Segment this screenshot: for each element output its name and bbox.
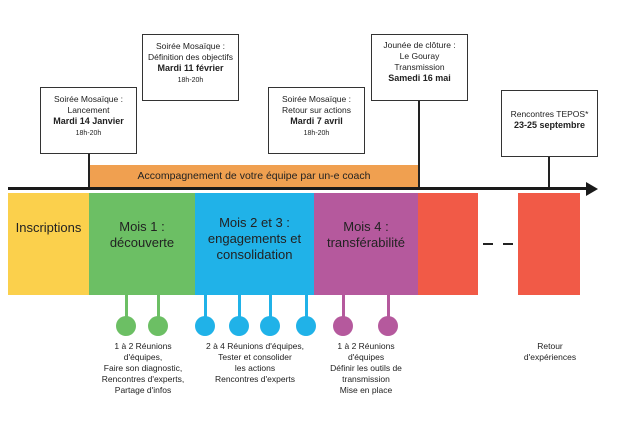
caption-mois4-line2: d'équipes — [347, 352, 385, 362]
caption-mois23-line2: Tester et consolider — [218, 352, 292, 362]
caption-mois1-line2: d'équipes, — [123, 352, 163, 362]
event-cloture-line3: Transmission — [394, 62, 445, 72]
event-retour-hours: 18h-20h — [303, 130, 330, 137]
caption-mois23-line3: les actions — [234, 363, 276, 373]
phase-mois4-line1: Mois 4 : — [343, 219, 389, 234]
phase-mois1-line1: Mois 1 : — [119, 219, 165, 234]
event-tepos-stem — [548, 157, 550, 188]
caption-mois1-line1: 1 à 2 Réunions — [114, 341, 172, 351]
pin-mois23-2 — [238, 295, 241, 317]
event-objectifs: Soirée Mosaïque : Définition des objecti… — [142, 34, 239, 101]
event-retour: Soirée Mosaïque : Retour sur actions Mar… — [268, 87, 365, 154]
timeline-axis — [8, 187, 588, 190]
gap-dash-1 — [483, 243, 493, 245]
dot-mois23-1 — [195, 316, 215, 336]
pin-mois1-1 — [125, 295, 128, 317]
dot-mois4-1 — [333, 316, 353, 336]
event-cloture-line2: Le Gouray — [399, 51, 440, 61]
event-retour-date: Mardi 7 avril — [290, 116, 343, 126]
event-lancement-line2: Lancement — [67, 105, 110, 115]
phase-mois1: Mois 1 : découverte — [89, 193, 195, 295]
timeline-arrow-icon — [586, 182, 598, 196]
dot-mois23-3 — [260, 316, 280, 336]
event-retour-line2: Retour sur actions — [282, 105, 351, 115]
phase-mois1-line2: découverte — [109, 235, 175, 250]
caption-mois1-line3: Faire son diagnostic, — [103, 363, 183, 373]
phase-inscriptions: Inscriptions — [8, 193, 89, 295]
caption-mois1-line4: Rencontres d'experts, — [101, 374, 185, 384]
phase-mois4-line2: transférabilité — [326, 235, 406, 250]
event-tepos-date: 23-25 septembre — [513, 120, 586, 130]
phase-mois23-line1: Mois 2 et 3 : — [219, 215, 290, 230]
event-lancement-hours: 18h-20h — [75, 130, 102, 137]
pin-mois1-2 — [157, 295, 160, 317]
dot-mois4-2 — [378, 316, 398, 336]
gap-dash-2 — [503, 243, 513, 245]
phase-extension-1 — [418, 193, 478, 295]
event-cloture-stem — [418, 101, 420, 188]
caption-mois4-line3: Définir les outils de — [330, 363, 402, 373]
event-lancement-stem — [88, 154, 90, 188]
caption-mois23-line4: Rencontres d'experts — [214, 374, 296, 384]
dot-mois1-2 — [148, 316, 168, 336]
event-objectifs-line2: Définition des objectifs — [147, 52, 234, 62]
pin-mois23-4 — [305, 295, 308, 317]
pin-mois23-3 — [269, 295, 272, 317]
caption-mois4-line1: 1 à 2 Réunions — [337, 341, 395, 351]
event-lancement: Soirée Mosaïque : Lancement Mardi 14 Jan… — [40, 87, 137, 154]
dot-mois1-1 — [116, 316, 136, 336]
caption-retour: Retour d'expériences — [500, 341, 600, 363]
caption-retour-line1: Retour — [537, 341, 563, 351]
phase-extension-2 — [518, 193, 580, 295]
dot-mois23-4 — [296, 316, 316, 336]
event-retour-line1: Soirée Mosaïque : — [282, 94, 351, 104]
event-cloture-date: Samedi 16 mai — [388, 73, 451, 83]
pin-mois4-2 — [387, 295, 390, 317]
caption-mois1-line5: Partage d'infos — [114, 385, 172, 395]
event-lancement-date: Mardi 14 Janvier — [53, 116, 124, 126]
caption-mois4: 1 à 2 Réunions d'équipes Définir les out… — [314, 341, 418, 396]
event-objectifs-date: Mardi 11 février — [157, 63, 224, 73]
caption-mois1: 1 à 2 Réunions d'équipes, Faire son diag… — [93, 341, 193, 396]
caption-mois4-line4: transmission — [342, 374, 390, 384]
caption-mois23-line1: 2 à 4 Réunions d'équipes, — [205, 341, 305, 351]
event-objectifs-line1: Soirée Mosaïque : — [156, 41, 225, 51]
caption-retour-line2: d'expériences — [523, 352, 577, 362]
pin-mois23-1 — [204, 295, 207, 317]
pin-mois4-1 — [342, 295, 345, 317]
phase-mois23-line3: consolidation — [216, 247, 293, 262]
event-tepos: Rencontres TEPOS* 23-25 septembre — [501, 90, 598, 157]
caption-mois23: 2 à 4 Réunions d'équipes, Tester et cons… — [196, 341, 314, 385]
phase-mois23-line2: engagements et — [207, 231, 302, 246]
event-cloture-line1: Jounée de clôture : — [383, 40, 456, 50]
caption-mois4-line5: Mise en place — [339, 385, 393, 395]
phase-mois23: Mois 2 et 3 : engagements et consolidati… — [195, 193, 314, 295]
event-objectifs-hours: 18h-20h — [177, 77, 204, 84]
event-tepos-line1: Rencontres TEPOS* — [510, 109, 589, 119]
phase-inscriptions-label: Inscriptions — [15, 220, 82, 235]
coach-bar: Accompagnement de votre équipe par un-e … — [90, 165, 418, 187]
event-cloture: Jounée de clôture : Le Gouray Transmissi… — [371, 34, 468, 101]
phase-mois4: Mois 4 : transférabilité — [314, 193, 418, 295]
dot-mois23-2 — [229, 316, 249, 336]
event-lancement-line1: Soirée Mosaïque : — [54, 94, 123, 104]
